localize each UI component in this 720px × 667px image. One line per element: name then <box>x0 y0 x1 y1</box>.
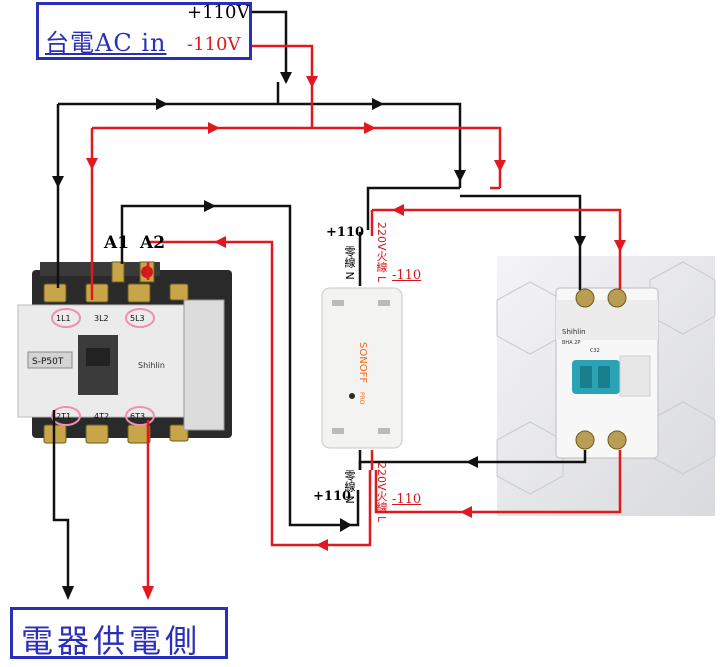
sonoff-in-live: 220V火線 L <box>375 222 388 283</box>
wires-black <box>52 10 587 590</box>
terminal-6t3: 6T3 <box>130 412 145 421</box>
ac-source-box: 台電AC in <box>36 2 252 60</box>
terminal-5l3: 5L3 <box>130 314 145 323</box>
sonoff-in-plus: +110 <box>326 225 365 240</box>
arrows-black <box>52 72 586 600</box>
breaker-model: BHA 2P <box>562 340 580 346</box>
terminal-3l2: 3L2 <box>94 314 109 323</box>
coil-a2-label: A2 <box>140 233 166 253</box>
terminal-4t2: 4T2 <box>94 412 109 421</box>
sonoff-in-minus: -110 <box>392 268 422 283</box>
breaker-rating: C32 <box>590 348 600 354</box>
sonoff-out-plus: +110 <box>313 489 352 504</box>
magnetic-contactor <box>17 261 232 444</box>
sonoff-out-live: 220V火線 L <box>375 462 388 523</box>
contactor-model: S-P50T <box>32 357 64 367</box>
terminal-1l1: 1L1 <box>56 314 71 323</box>
sonoff-relay <box>321 287 403 449</box>
source-plus-label: +110V <box>187 2 250 23</box>
sonoff-out-minus: -110 <box>392 492 422 507</box>
breaker-brand: Shihlin <box>562 328 586 336</box>
ac-source-title: 台電AC in <box>45 29 167 57</box>
terminal-2t1: 2T1 <box>56 412 71 421</box>
sonoff-brand-label: SONOFF <box>357 342 368 383</box>
source-minus-label: -110V <box>187 34 241 55</box>
sonoff-text: SONOFF PRO <box>357 342 368 405</box>
sonoff-model-label: PRO <box>358 392 365 405</box>
sonoff-in-neutral: 零線 N <box>343 246 356 280</box>
arrows-red <box>86 76 626 600</box>
breaker-text: Shihlin BHA 2P C32 <box>562 328 600 354</box>
sonoff-out-neutral: 零線 N <box>343 470 356 504</box>
circuit-breaker <box>555 287 659 459</box>
contactor-brand: Shihlin <box>138 361 165 370</box>
output-box: 電器供電側 <box>10 607 228 660</box>
contactor-text: 1L1 3L2 5L3 2T1 4T2 6T3 S-P50T Shihlin <box>32 314 165 421</box>
output-title: 電器供電側 <box>21 622 202 660</box>
coil-a1-label: A1 <box>104 233 130 253</box>
